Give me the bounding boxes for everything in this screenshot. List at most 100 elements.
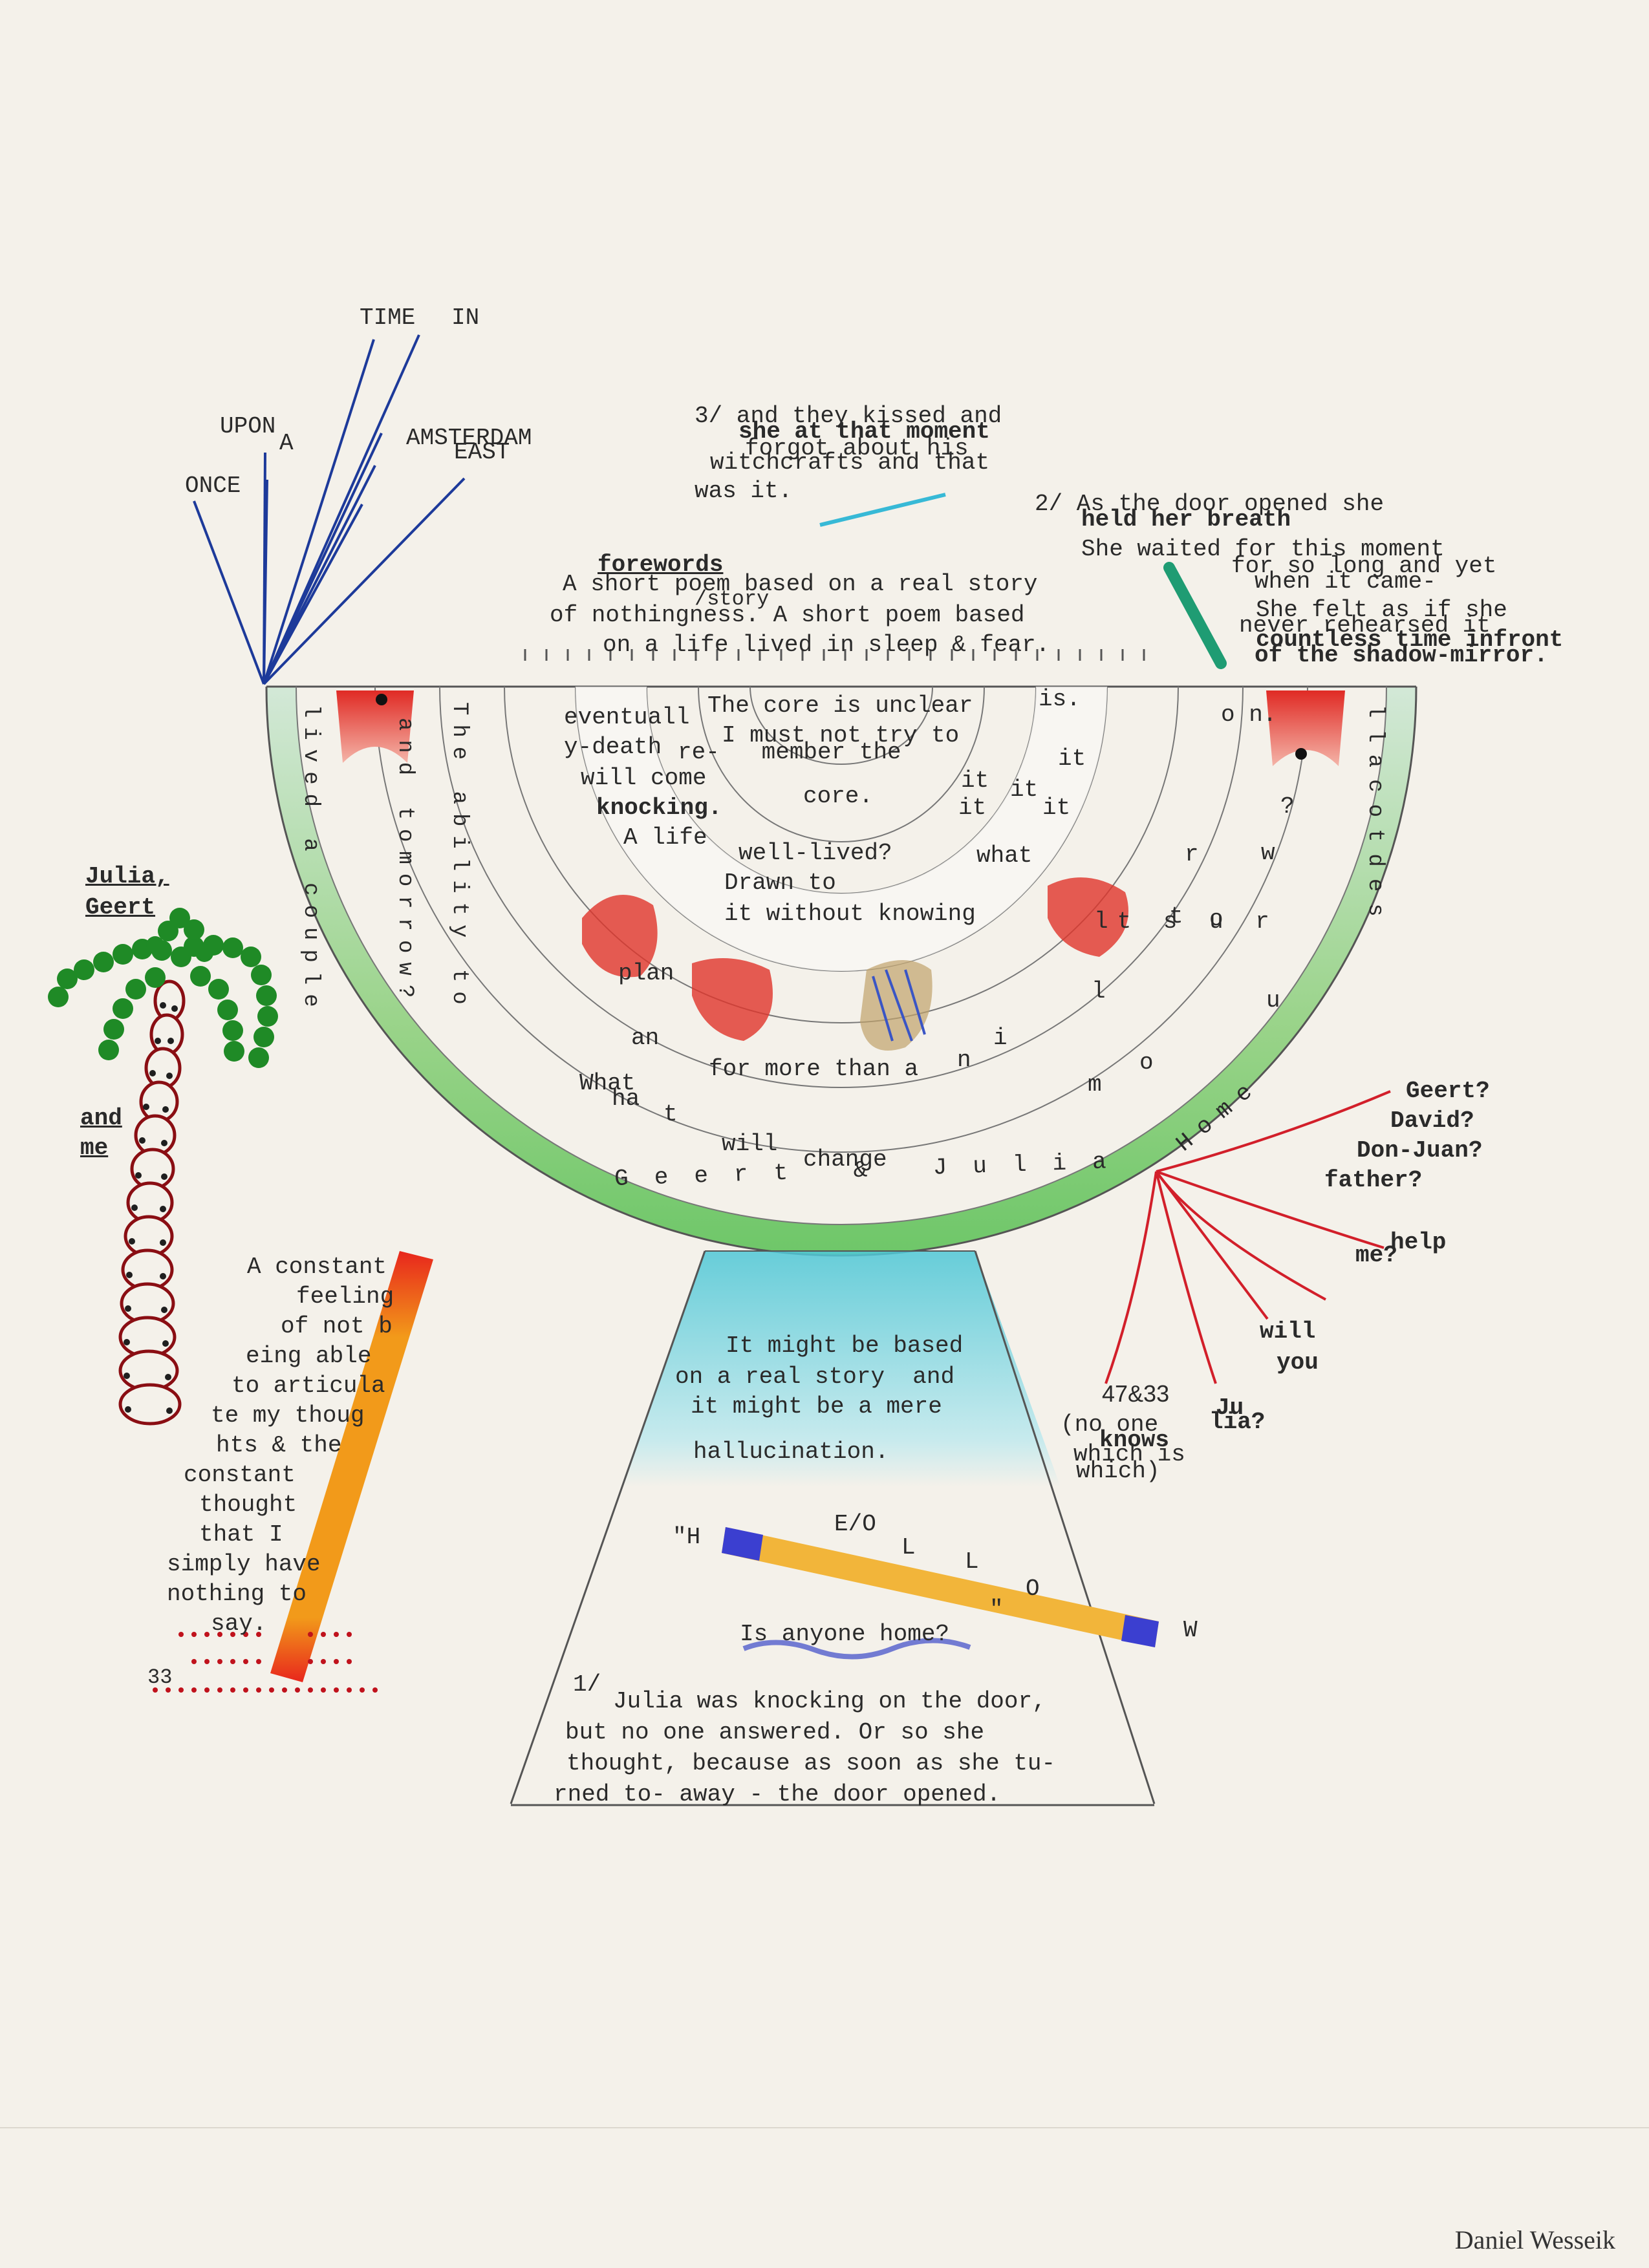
- top-right-line-4: for so long and yet: [1231, 553, 1497, 579]
- me-question: me?: [1355, 1242, 1397, 1268]
- hello-o: O: [1026, 1576, 1040, 1602]
- life-line-3: Drawn to: [724, 870, 836, 896]
- ring-tomorrow-text: and tomorrow?: [393, 718, 417, 1007]
- no-one-line-3: which is: [1073, 1441, 1185, 1468]
- question-don-juan: Don-Juan?: [1357, 1137, 1483, 1164]
- constant-feeling-line: constant: [184, 1462, 296, 1488]
- cyan-dash: [819, 493, 946, 527]
- top-center-line-3: forgot about his: [745, 435, 969, 462]
- me-word: me: [80, 1135, 109, 1161]
- forewords-line-1: A short poem based on a real story: [563, 571, 1038, 597]
- core-line-4: core.: [803, 783, 874, 809]
- right-ring-q: ?: [1280, 793, 1295, 820]
- no-one-line-2: knows: [1099, 1427, 1170, 1453]
- blue-ink-burst: [193, 334, 466, 685]
- right-ring-i: i: [993, 1025, 1008, 1051]
- julia-question-2: lia?: [1209, 1409, 1266, 1435]
- top-right-line-1: 2/ As the door opened she: [1035, 491, 1385, 517]
- constant-feeling-line: nothing to: [167, 1581, 307, 1607]
- n-word: n: [957, 1047, 971, 1073]
- change-word: change: [803, 1146, 887, 1173]
- right-ring-m: m: [1088, 1071, 1102, 1098]
- top-right-line-2: held her breath: [1081, 506, 1291, 533]
- right-ring-o2: o: [1139, 1049, 1154, 1076]
- paragraph-1-line-1: Julia was knocking on the door,: [613, 1688, 1046, 1715]
- for-more-than-a: for more than a: [709, 1056, 919, 1082]
- right-ring-u: u: [1266, 987, 1280, 1014]
- core-line-3: re- member the: [678, 739, 901, 765]
- paragraph-1-line-4: rned to- away - the door opened.: [554, 1781, 1001, 1808]
- constant-feeling-line: say.: [211, 1610, 267, 1637]
- base-line-3: it might be a mere: [691, 1393, 942, 1420]
- burst-word-upon: UPON: [220, 413, 276, 440]
- right-ring-r: r: [1185, 841, 1199, 868]
- will-word-right: will: [1260, 1318, 1316, 1345]
- core-line-2: I must not try to: [722, 722, 960, 749]
- what-word-left: What: [579, 1070, 636, 1097]
- base-line-4: hallucination.: [693, 1439, 889, 1465]
- life-line-4: it without knowing: [724, 901, 976, 927]
- number-47-33: 47&33: [1102, 1380, 1170, 1407]
- will-word: will: [722, 1131, 778, 1157]
- hello-e: E/O: [834, 1511, 876, 1537]
- constant-feeling-line: thought: [199, 1492, 297, 1518]
- bowl: [265, 649, 1417, 1257]
- top-right-line-6: She felt as if she: [1256, 597, 1507, 623]
- goblet-base: [510, 1250, 1156, 1806]
- no-one-line-1: (no one: [1061, 1411, 1159, 1438]
- life-line-2: well-lived?: [738, 840, 892, 866]
- burst-word-amsterdam: AMSTERDAM: [406, 425, 532, 451]
- dotted-rows: [153, 1632, 378, 1693]
- top-right-line-9: of the shadow-mirror.: [1255, 642, 1548, 669]
- constant-feeling-line: to articula: [232, 1373, 385, 1399]
- plan-word: plan: [618, 960, 674, 987]
- core-line-1: The core is unclear: [707, 692, 973, 719]
- top-right-line-5: when it came-: [1255, 568, 1436, 595]
- forewords-heading: forewords: [598, 551, 724, 578]
- eventually-line-1: eventuall: [564, 704, 690, 731]
- names-julia: Julia,: [85, 863, 169, 890]
- constant-feeling-line: A constant: [247, 1254, 387, 1280]
- burst-word-in: IN: [451, 305, 480, 331]
- forewords-insert: /story: [695, 587, 770, 611]
- paper-edge-line: [0, 2127, 1649, 2128]
- constant-feeling-line: that I: [199, 1521, 283, 1548]
- ring-ability-text: The ability to: [447, 702, 471, 1014]
- is-word: is.: [1039, 686, 1081, 712]
- it-word-4: it: [958, 795, 987, 821]
- red-ink-burst: [1105, 1090, 1391, 1384]
- right-ring-w: w: [1261, 840, 1275, 866]
- hello-quote: ": [989, 1596, 1004, 1623]
- forewords-line-2: of nothingness. A short poem based: [550, 602, 1025, 628]
- ring-outer-right-text: llacotdes: [1363, 705, 1387, 928]
- constant-feeling-line: hts & the: [216, 1432, 342, 1459]
- hello-l-1: L: [901, 1534, 916, 1561]
- no-one-line-4: which): [1076, 1458, 1160, 1484]
- constant-feeling-line: feeling: [296, 1283, 394, 1310]
- life-line-1: A life: [623, 824, 707, 851]
- it-word-3: it: [1010, 776, 1039, 803]
- it-word-5: it: [1042, 795, 1071, 821]
- top-center-line-2: she at that moment: [738, 418, 990, 445]
- page-number: 33: [147, 1665, 173, 1689]
- eventually-line-2: y-death: [564, 734, 662, 760]
- eventually-line-3: will come: [581, 765, 707, 791]
- base-line-1: It might be based: [726, 1332, 964, 1359]
- yellow-pencil-stick: [722, 1527, 1159, 1647]
- is-anyone-home: Is anyone home?: [740, 1621, 950, 1647]
- right-ring-o: o: [1209, 906, 1223, 932]
- question-david: David?: [1390, 1107, 1474, 1134]
- and-word: and: [80, 1105, 122, 1131]
- constant-feeling-line: simply have: [167, 1551, 321, 1578]
- top-right-line-8: countless time infront: [1256, 626, 1564, 653]
- right-ring-t: t: [1169, 903, 1183, 930]
- ring-outer-left-text: lived a couple: [298, 705, 323, 1016]
- forewords-line-3: on a life lived in sleep & fear.: [603, 632, 1050, 658]
- palm-tree: [48, 908, 278, 1426]
- hello-w: W: [1183, 1617, 1198, 1643]
- question-father: father?: [1324, 1167, 1423, 1193]
- right-ring-l: l: [1092, 978, 1106, 1005]
- you-word: you: [1277, 1349, 1319, 1376]
- top-center-line-1: 3/ and they kissed and: [695, 403, 1002, 429]
- it-word-1: it: [1058, 745, 1086, 772]
